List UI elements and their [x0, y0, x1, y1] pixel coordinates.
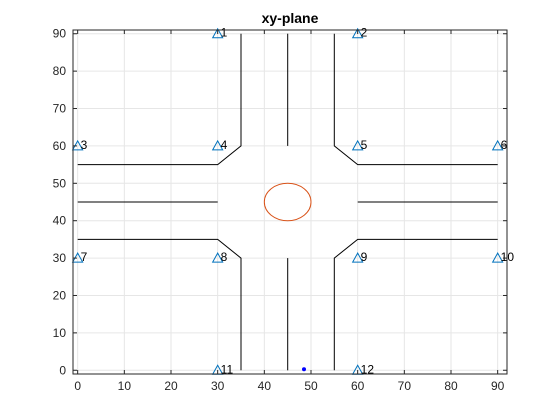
- y-tick-label: 10: [53, 326, 67, 340]
- x-tick-label: 70: [398, 379, 412, 393]
- chart-title: xy-plane: [262, 10, 319, 26]
- anchor-label: 8: [221, 250, 228, 264]
- anchor-label: 2: [361, 26, 368, 40]
- road-line: [77, 238, 242, 371]
- anchor-label: 11: [221, 362, 234, 376]
- roundabout-circle: [263, 182, 312, 222]
- roundabout: [263, 182, 312, 222]
- anchor-label: 5: [361, 138, 368, 152]
- x-tick-label: 90: [491, 379, 505, 393]
- y-tick-label: 70: [53, 102, 67, 116]
- anchor-label: 7: [81, 250, 88, 264]
- anchor-label: 9: [361, 250, 368, 264]
- road-line: [333, 33, 498, 166]
- anchor-marker: [211, 27, 224, 39]
- y-tick-label: 30: [53, 251, 67, 265]
- anchor-marker: [351, 139, 364, 151]
- y-tick-label: 90: [53, 27, 67, 41]
- anchor-label: 4: [221, 138, 228, 152]
- anchor-label: 1: [221, 26, 228, 40]
- y-tick-label: 40: [53, 214, 67, 228]
- anchor-marker: [491, 139, 504, 151]
- tick-labels: 0 10 20 30 40 50 60 70 80 90 0 10 20 30 40 50 60 70 80 90: [53, 27, 505, 393]
- road-lines: [77, 33, 498, 371]
- x-tick-label: 0: [74, 379, 81, 393]
- vehicle-point: [302, 367, 306, 372]
- axes-box: [72, 29, 508, 375]
- anchor-marker: [211, 139, 224, 151]
- y-tick-label: 80: [53, 64, 67, 78]
- anchor-label: 3: [81, 138, 88, 152]
- x-tick-label: 30: [211, 379, 225, 393]
- axes: [72, 29, 508, 375]
- y-tick-label: 60: [53, 139, 67, 153]
- anchor-marker: [211, 252, 224, 263]
- anchor-label: 6: [501, 138, 508, 152]
- road-line: [333, 238, 498, 371]
- x-tick-label: 10: [118, 379, 132, 393]
- x-tick-label: 60: [351, 379, 365, 393]
- anchor-marker: [351, 27, 364, 39]
- x-tick-label: 50: [304, 379, 318, 393]
- x-tick-label: 40: [258, 379, 272, 393]
- anchor-label: 12: [361, 362, 375, 376]
- anchor-label: 10: [501, 250, 515, 264]
- anchor-marker: [351, 252, 364, 263]
- x-tick-label: 80: [444, 379, 458, 393]
- x-tick-label: 20: [164, 379, 178, 393]
- y-tick-label: 0: [59, 363, 66, 377]
- vehicle: [302, 367, 306, 372]
- y-tick-label: 50: [53, 176, 67, 190]
- anchor-marker: [491, 252, 504, 263]
- y-tick-label: 20: [53, 288, 67, 302]
- road-line: [77, 33, 242, 166]
